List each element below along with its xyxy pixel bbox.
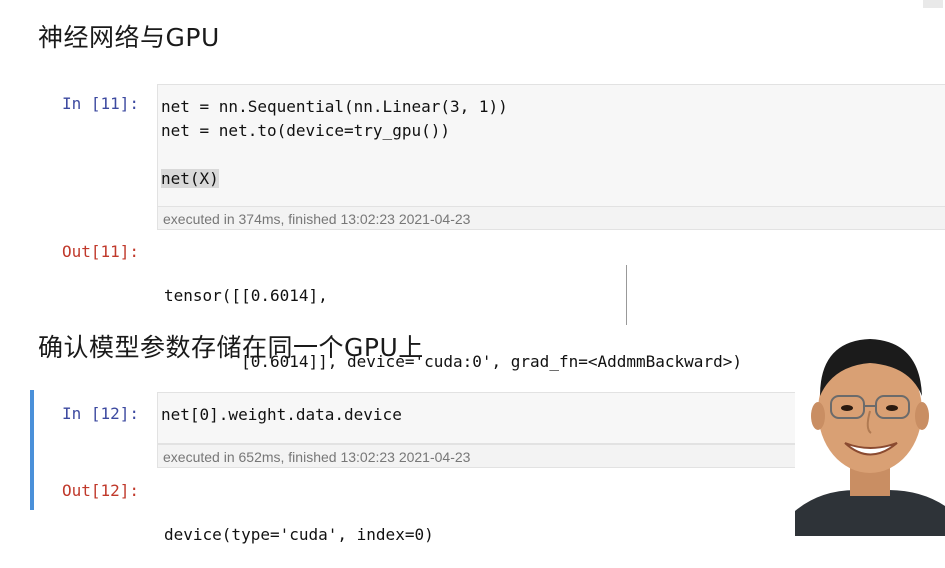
code-line: net(X) [161,167,508,191]
cell-output-12: device(type='cuda', index=0) [164,480,434,568]
window-corner [923,0,943,8]
code-line: net = net.to(device=try_gpu()) [161,121,450,140]
active-cell-indicator [30,390,34,510]
code-line: net = nn.Sequential(nn.Linear(3, 1)) [161,97,508,116]
out-prompt-11: Out[11]: [62,242,140,261]
presenter-avatar [795,311,945,536]
execution-timing: executed in 374ms, finished 13:02:23 202… [157,206,945,230]
mouse-cursor-line [626,265,627,325]
section-heading-same-gpu: 确认模型参数存储在同一个GPU上 [38,333,424,362]
code-line: net[0].weight.data.device [161,405,402,424]
in-prompt-12: In [12]: [62,404,140,423]
in-prompt-11: In [11]: [62,94,140,113]
selected-text: net(X) [161,169,219,188]
output-line: [0.6014]], device='cuda:0', grad_fn=<Add… [164,352,742,371]
presenter-webcam [795,311,945,536]
code-line: ​ [161,143,508,167]
out-prompt-12: Out[12]: [62,481,140,500]
cell-output-11: tensor([[0.6014], [0.6014]], device='cud… [164,241,742,395]
output-line: tensor([[0.6014], [164,286,328,305]
output-line: device(type='cuda', index=0) [164,525,434,544]
section-heading-gpu-networks: 神经网络与GPU [38,23,220,52]
code-cell-11[interactable]: net = nn.Sequential(nn.Linear(3, 1)) net… [157,84,945,208]
